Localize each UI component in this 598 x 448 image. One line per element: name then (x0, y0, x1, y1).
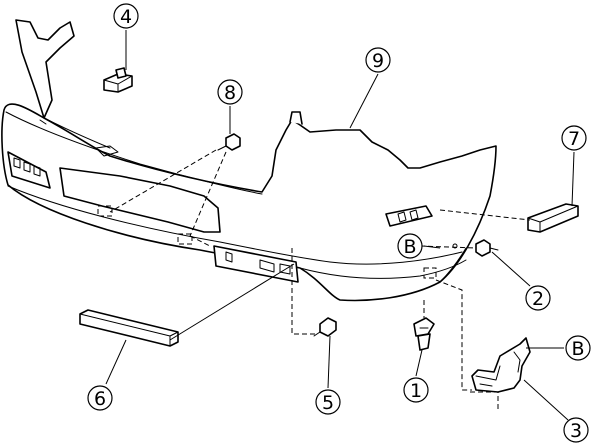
part-6-left-reflector (79, 309, 179, 347)
callout-8-label: 8 (224, 82, 236, 104)
callout-5: 5 (315, 389, 341, 415)
part-2-screw (475, 239, 499, 257)
callout-b-right-label: B (571, 338, 584, 360)
callout-6: 6 (87, 385, 113, 411)
callout-3-label: 3 (570, 420, 582, 442)
part-5-screw (313, 317, 337, 337)
callout-1: 1 (403, 377, 429, 403)
callout-8: 8 (217, 79, 243, 105)
callout-1-label: 1 (410, 380, 422, 402)
part-4-bracket (103, 67, 133, 93)
callout-b-left: B (397, 233, 423, 259)
callout-6-label: 6 (94, 388, 106, 410)
callout-7-label: 7 (568, 128, 580, 150)
callout-4-label: 4 (120, 6, 132, 28)
callout-9-label: 9 (372, 50, 384, 72)
part-1-clip (413, 317, 435, 351)
callout-9: 9 (365, 47, 391, 73)
part-8-screw (217, 133, 241, 151)
callout-7: 7 (561, 125, 587, 151)
part-7-right-reflector (527, 203, 579, 233)
callout-2: 2 (525, 285, 551, 311)
callout-b-right: B (565, 335, 591, 361)
callout-3: 3 (563, 417, 589, 443)
callout-5-label: 5 (322, 392, 334, 414)
leader-lines (105, 30, 575, 421)
callout-2-label: 2 (532, 288, 544, 310)
callout-b-left-label: B (403, 236, 416, 258)
bumper-fascia (1, 19, 497, 302)
part-3-side-bracket (471, 337, 531, 393)
callout-4: 4 (113, 3, 139, 29)
